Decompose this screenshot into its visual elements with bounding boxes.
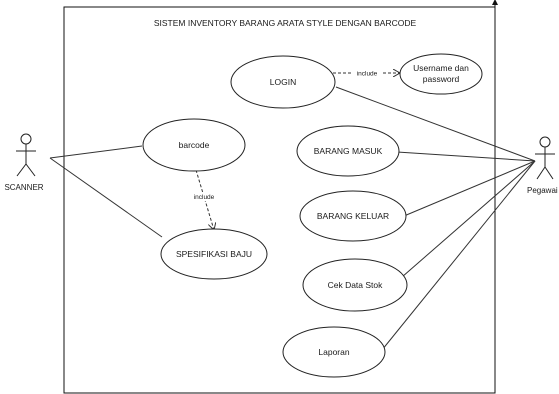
use-case-cek-data-stok-label: Cek Data Stok [328, 280, 384, 290]
use-case-barang-keluar-label: BARANG KELUAR [317, 211, 389, 221]
include-login-label: include [357, 71, 378, 78]
assoc-pegawai-barang-keluar [403, 160, 536, 217]
use-case-laporan[interactable]: Laporan [282, 326, 386, 378]
system-title: SISTEM INVENTORY BARANG ARATA STYLE DENG… [154, 18, 417, 28]
assoc-scanner-barcode [49, 145, 143, 159]
use-case-spesifikasi-baju[interactable]: SPESIFIKASI BAJU [160, 228, 268, 280]
stick-figure-icon [535, 136, 555, 180]
use-case-barcode-label: barcode [179, 140, 210, 150]
system-boundary [63, 6, 496, 394]
use-case-barang-masuk[interactable]: BARANG MASUK [296, 125, 400, 177]
assoc-pegawai-login [335, 86, 536, 162]
actor-scanner-label: SCANNER [4, 183, 43, 192]
use-case-login-label: LOGIN [270, 77, 296, 87]
actor-scanner[interactable]: SCANNER [4, 133, 44, 192]
assoc-pegawai-laporan [381, 160, 536, 351]
assoc-pegawai-cek-data-stok [401, 160, 536, 278]
include-login-label-bg [353, 69, 383, 77]
use-case-spesifikasi-baju-label: SPESIFIKASI BAJU [176, 249, 252, 259]
use-case-barang-masuk-label: BARANG MASUK [314, 146, 383, 156]
use-case-username-password[interactable]: Username dan password [399, 53, 483, 95]
include-barcode-label-bg [191, 192, 219, 201]
use-case-username-password-line2: password [423, 74, 460, 84]
use-case-barcode[interactable]: barcode [142, 118, 246, 172]
assoc-scanner-spesifikasi [49, 157, 163, 238]
actor-pegawai-label: Pegawai [527, 186, 558, 195]
use-case-username-password-line1: Username dan [413, 63, 469, 73]
use-case-cek-data-stok[interactable]: Cek Data Stok [302, 258, 408, 312]
include-barcode-label: include [194, 194, 215, 201]
stick-figure-icon [16, 133, 36, 177]
use-case-barang-keluar[interactable]: BARANG KELUAR [299, 190, 407, 242]
actor-pegawai[interactable]: Pegawai [527, 136, 558, 195]
assoc-pegawai-barang-masuk [396, 151, 536, 162]
use-case-login[interactable]: LOGIN [230, 55, 336, 109]
use-case-laporan-label: Laporan [318, 347, 349, 357]
